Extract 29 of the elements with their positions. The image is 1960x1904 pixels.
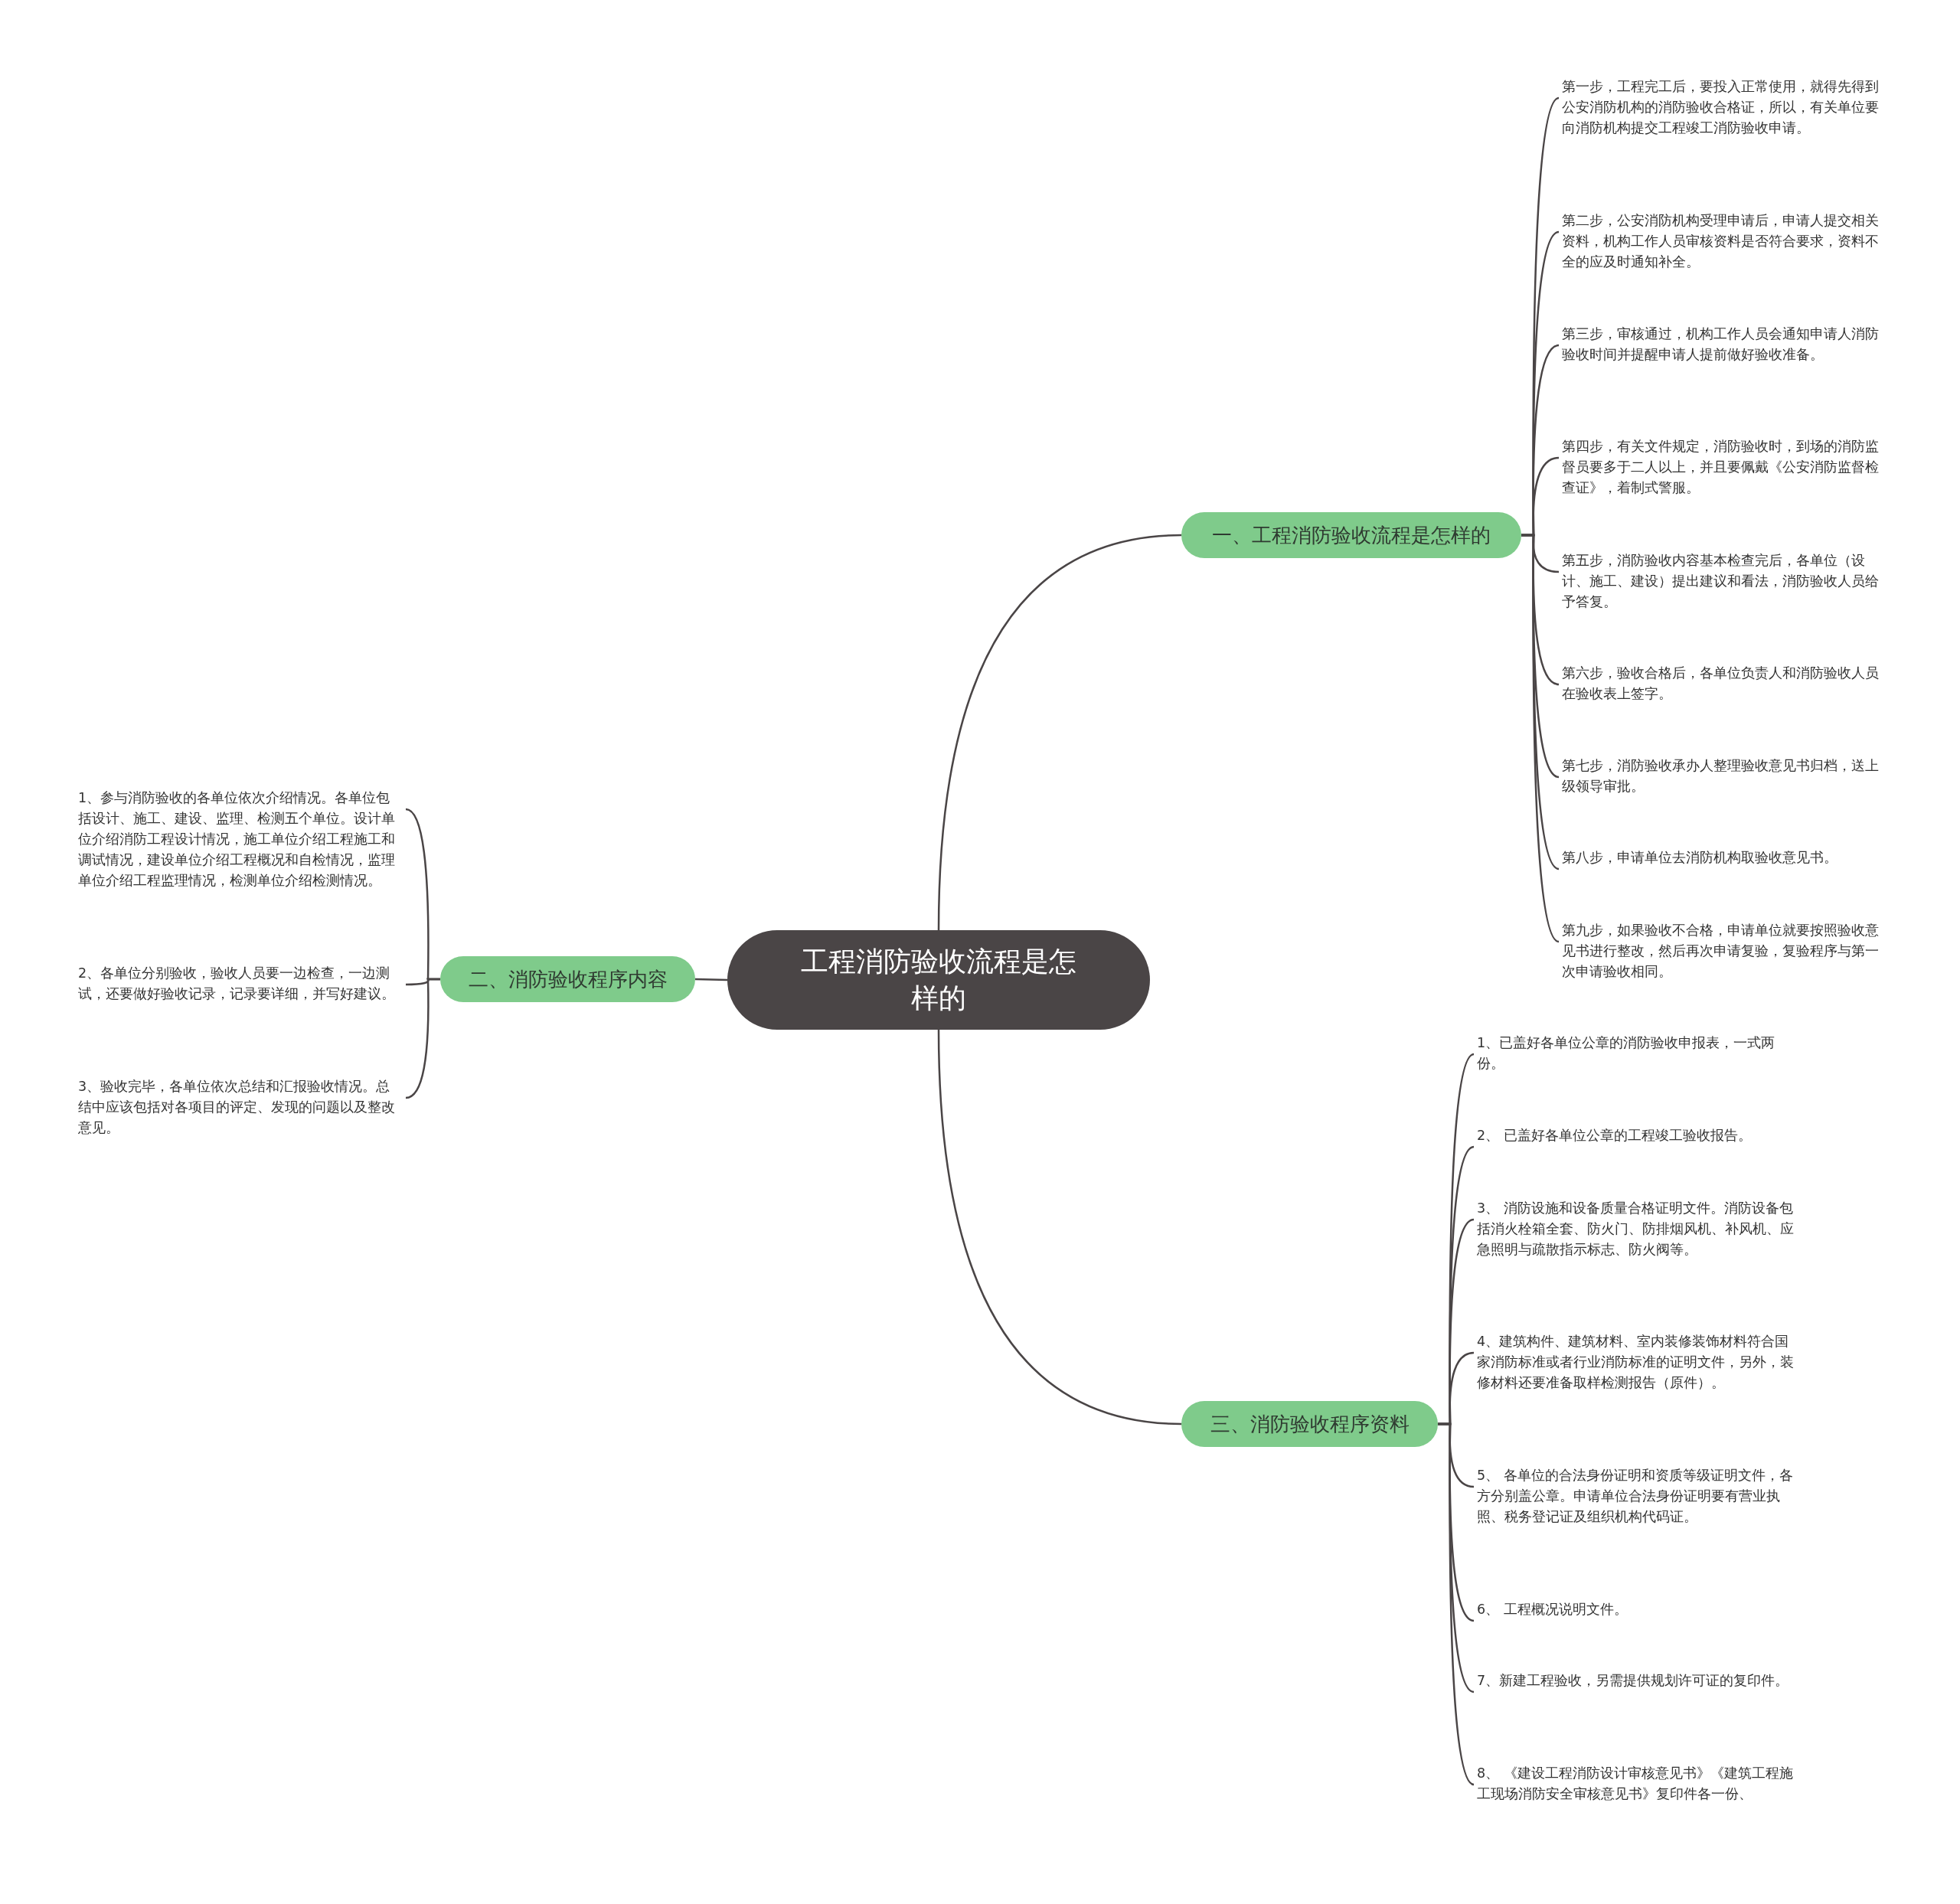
leaf-text: 第二步，公安消防机构受理申请后，申请人提交相关资料，机构工作人员审核资料是否符合要求，资料不全的应及时通知补全。 (1559, 211, 1890, 273)
leaf-text: 3、验收完毕，各单位依次总结和汇报验收情况。总结中应该包括对各项目的评定、发现的问题以及整改意见。 (75, 1076, 406, 1138)
leaf-text: 1、已盖好各单位公章的消防验收申报表，一式两份。 (1474, 1033, 1805, 1074)
branch-topic: 二、消防验收程序内容 (440, 956, 695, 1002)
leaf-text: 第九步，如果验收不合格，申请单位就要按照验收意见书进行整改，然后再次申请复验，复验程序与第一次申请验收相同。 (1559, 920, 1890, 982)
leaf-text: 第五步，消防验收内容基本检查完后，各单位（设计、施工、建设）提出建议和看法，消防验收人员给予答复。 (1559, 550, 1890, 612)
connector-line (1438, 1422, 1475, 1786)
leaf-text: 第八步，申请单位去消防机构取验收意见书。 (1559, 847, 1890, 868)
branch-topic: 一、工程消防验收流程是怎样的 (1181, 512, 1521, 558)
leaf-text: 1、参与消防验收的各单位依次介绍情况。各单位包括设计、施工、建设、监理、检测五个单位。设计单位介绍消防工程设计情况，施工单位介绍工程施工和调试情况，建设单位介绍工程概况和自检情况，监理单位介绍工程监理情况，检测单位介绍检测情况。 (75, 788, 406, 891)
leaf-text: 2、各单位分别验收，验收人员要一边检查，一边测试，还要做好验收记录，记录要详细，并写好建议。 (75, 963, 406, 1004)
leaf-text: 第四步，有关文件规定，消防验收时，到场的消防监督员要多于二人以上，并且要佩戴《公安消防监督检查证》，着制式警服。 (1559, 436, 1890, 498)
connector-line (405, 978, 440, 1099)
connector-line (694, 978, 728, 981)
leaf-text: 第七步，消防验收承办人整理验收意见书归档，送上级领导审批。 (1559, 756, 1890, 797)
leaf-text: 第六步，验收合格后，各单位负责人和消防验收人员在验收表上签字。 (1559, 663, 1890, 704)
leaf-text: 8、 《建设工程消防设计审核意见书》《建筑工程施工现场消防安全审核意见书》复印件各一份、 (1474, 1763, 1805, 1804)
leaf-text: 5、 各单位的合法身份证明和资质等级证明文件，各方分别盖公章。申请单位合法身份证明要有营业执照、税务登记证及组织机构代码证。 (1474, 1465, 1805, 1527)
leaf-text: 4、建筑构件、建筑材料、室内装修装饰材料符合国家消防标准或者行业消防标准的证明文件，另外，装修材料还要准备取样检测报告（原件）。 (1474, 1331, 1805, 1393)
leaf-text: 7、新建工程验收，另需提供规划许可证的复印件。 (1474, 1670, 1805, 1691)
leaf-text: 第一步，工程完工后，要投入正常使用，就得先得到公安消防机构的消防验收合格证，所以，有关单位要向消防机构提交工程竣工消防验收申请。 (1559, 77, 1890, 139)
leaf-text: 第三步，审核通过，机构工作人员会通知申请人消防验收时间并提醒申请人提前做好验收准备。 (1559, 324, 1890, 365)
central-topic: 工程消防验收流程是怎样的 (727, 930, 1150, 1030)
connector-line (937, 534, 1182, 931)
leaf-text: 6、 工程概况说明文件。 (1474, 1599, 1805, 1620)
leaf-text: 3、 消防设施和设备质量合格证明文件。消防设备包括消火栓箱全套、防火门、防排烟风机、补风机、应急照明与疏散指示标志、防火阀等。 (1474, 1198, 1805, 1260)
branch-topic: 三、消防验收程序资料 (1181, 1401, 1438, 1447)
connector-line (937, 1029, 1182, 1426)
leaf-text: 2、 已盖好各单位公章的工程竣工验收报告。 (1474, 1125, 1805, 1146)
